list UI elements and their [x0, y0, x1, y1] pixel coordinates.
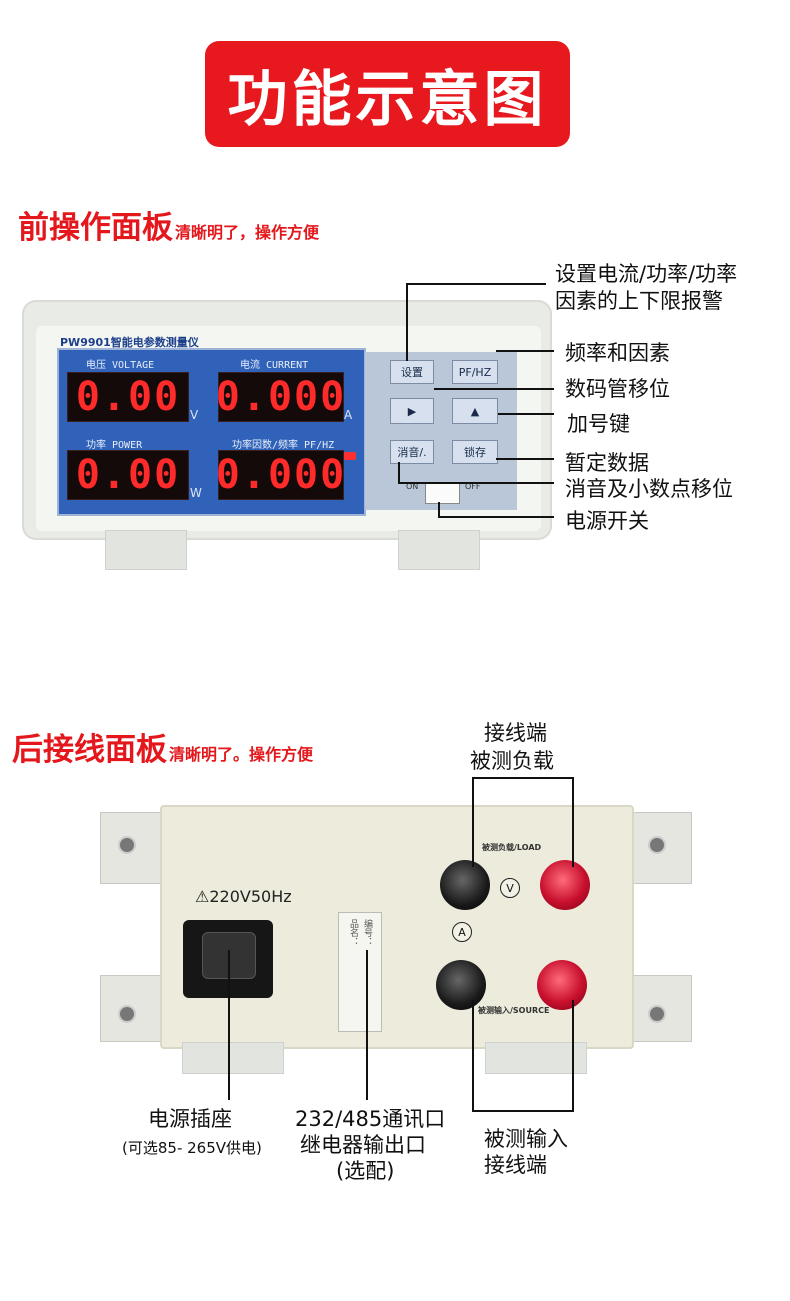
power-switch[interactable] [425, 482, 460, 504]
set-button[interactable]: 设置 [390, 360, 434, 384]
callout-mute-decimal: 消音及小数点移位 [565, 477, 733, 501]
voltage-label: 电压 VOLTAGE [86, 360, 155, 371]
mute-decimal-button[interactable]: 消音/. [390, 440, 434, 464]
hold-button[interactable]: 锁存 [452, 440, 498, 464]
comm-callout-line1: 232/485通讯口 [295, 1107, 446, 1131]
callout-line [366, 950, 368, 1100]
switch-on-label: ON [406, 482, 419, 491]
source-label: 被测输入/SOURCE [478, 1006, 550, 1015]
callout-line [398, 462, 400, 484]
callout-hold-data: 暂定数据 [565, 451, 649, 475]
callout-line [498, 413, 554, 415]
current-label: 电流 CURRENT [240, 360, 309, 371]
screw-icon [648, 1005, 666, 1023]
rear-heading: 后接线面板 [12, 732, 167, 768]
callout-line [406, 283, 546, 285]
rear-subheading: 清晰明了。操作方便 [169, 745, 314, 764]
callout-line [496, 458, 554, 460]
load-label: 被测负载/LOAD [482, 843, 542, 852]
input-callout-line1: 被测输入 [484, 1127, 568, 1151]
callout-frequency: 频率和因素 [565, 341, 670, 365]
callout-line [472, 1110, 574, 1112]
current-symbol: A [452, 922, 472, 942]
source-terminal-red[interactable] [537, 960, 587, 1010]
callout-power-switch: 电源开关 [565, 509, 649, 533]
screw-icon [118, 1005, 136, 1023]
power-unit: W [190, 486, 202, 500]
comm-callout-line3: (选配) [336, 1159, 395, 1183]
current-readout: 0.000 [215, 372, 347, 422]
model-label: PW9901智能电参数测量仪 [60, 336, 199, 349]
callout-alarm-line1: 设置电流/功率/功率 [555, 262, 738, 286]
sticker-line-number: 编号： [362, 919, 372, 946]
voltage-rating-label: ⚠220V50Hz [195, 887, 292, 906]
page-title: 功能示意图 [227, 64, 548, 135]
callout-load-line2: 被测负载 [470, 749, 554, 773]
front-foot-right [398, 530, 480, 570]
callout-line [398, 482, 554, 484]
comm-callout-line2: 继电器输出口 [300, 1133, 426, 1157]
load-terminal-red[interactable] [540, 860, 590, 910]
callout-line [472, 1000, 474, 1112]
rear-foot-left [182, 1042, 284, 1074]
screw-icon [118, 836, 136, 854]
power-label: 功率 POWER [86, 440, 143, 451]
input-callout-line2: 接线端 [484, 1153, 547, 1177]
callout-line [434, 388, 554, 390]
callout-digit-shift: 数码管移位 [565, 377, 670, 401]
callout-line [228, 950, 230, 1100]
rear-foot-right [485, 1042, 587, 1074]
source-terminal-black[interactable] [436, 960, 486, 1010]
pf-hz-button[interactable]: PF/HZ [452, 360, 498, 384]
title-banner: 功能示意图 [205, 41, 570, 147]
callout-line [572, 1000, 574, 1112]
up-button[interactable]: ▲ [452, 398, 498, 424]
front-subheading: 清晰明了，操作方便 [175, 223, 320, 242]
callout-line [496, 350, 554, 352]
callout-line [472, 777, 474, 867]
callout-alarm-line2: 因素的上下限报警 [555, 289, 723, 313]
shift-button[interactable]: ▶ [390, 398, 434, 424]
indicator-led [344, 452, 356, 460]
callout-plus-key: 加号键 [567, 412, 630, 436]
front-heading: 前操作面板 [18, 210, 173, 246]
callout-line [472, 777, 574, 779]
rear-section-heading: 后接线面板清晰明了。操作方便 [12, 724, 313, 769]
switch-off-label: OFF [465, 482, 481, 491]
callout-line [438, 516, 554, 518]
voltage-symbol: V [500, 878, 520, 898]
callout-line [572, 777, 574, 867]
voltage-unit: V [190, 408, 199, 422]
pf-hz-readout: 0.000 [215, 450, 347, 500]
voltage-readout: 0.00 [67, 372, 189, 422]
load-terminal-black[interactable] [440, 860, 490, 910]
front-foot-left [105, 530, 187, 570]
pf-hz-label: 功率因数/频率 PF/HZ [232, 440, 335, 451]
callout-line [406, 283, 408, 361]
callout-line [438, 502, 440, 518]
callout-load-line1: 接线端 [484, 721, 547, 745]
front-section-heading: 前操作面板清晰明了，操作方便 [18, 202, 319, 247]
socket-callout-note: (可选85- 265V供电) [122, 1139, 262, 1157]
screw-icon [648, 836, 666, 854]
socket-callout-title: 电源插座 [148, 1107, 232, 1131]
info-sticker: 品名： 编号： [338, 912, 382, 1032]
current-unit: A [344, 408, 353, 422]
power-readout: 0.00 [67, 450, 189, 500]
sticker-line-name: 品名： [348, 919, 358, 946]
